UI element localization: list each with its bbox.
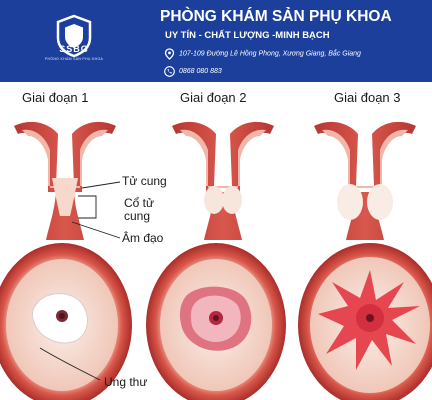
cancer-pointer <box>39 347 101 381</box>
brand-name: SSBG <box>59 44 89 54</box>
cervical-cancer-stages-illustration <box>0 121 432 400</box>
address-row: 107-109 Đường Lê Hồng Phong, Xương Giang… <box>164 48 361 60</box>
stage-2-label: Giai đoạn 2 <box>180 90 247 105</box>
label-pointers <box>71 181 121 239</box>
uterus-label: Tử cung <box>122 174 167 188</box>
cervix-label-line2: cung <box>124 209 151 223</box>
stage-2-uterus <box>172 121 274 240</box>
clinic-slogan: UY TÍN - CHẤT LƯỢNG -MINH BẠCH <box>165 30 330 41</box>
clinic-phone: 0868 080 883 <box>179 68 222 75</box>
shield-logo-icon <box>56 14 92 58</box>
phone-row: 0868 080 883 <box>164 66 222 77</box>
stage-3-label: Giai đoạn 3 <box>334 90 401 105</box>
brand-subtitle: PHÒNG KHÁM SẢN PHỤ KHOA <box>44 57 104 61</box>
cancer-label: Ung thư <box>104 375 148 389</box>
stage-1-label: Giai đoạn 1 <box>22 90 89 105</box>
stage-1-cervix-view <box>0 243 132 400</box>
cervix-label-line1: Cổ tử <box>124 196 155 210</box>
stage-3-uterus <box>314 121 416 240</box>
vagina-label: Âm đạo <box>122 231 164 245</box>
stage-1-uterus <box>14 121 116 240</box>
location-pin-icon <box>164 48 175 60</box>
stage-2-cervix-view <box>146 243 286 400</box>
phone-icon <box>164 66 175 77</box>
clinic-title: PHÒNG KHÁM SẢN PHỤ KHOA <box>160 8 392 25</box>
clinic-address: 107-109 Đường Lê Hồng Phong, Xương Giang… <box>179 50 361 58</box>
clinic-header: SSBG PHÒNG KHÁM SẢN PHỤ KHOA PHÒNG KHÁM … <box>0 0 432 82</box>
stage-3-cervix-view <box>298 243 432 400</box>
